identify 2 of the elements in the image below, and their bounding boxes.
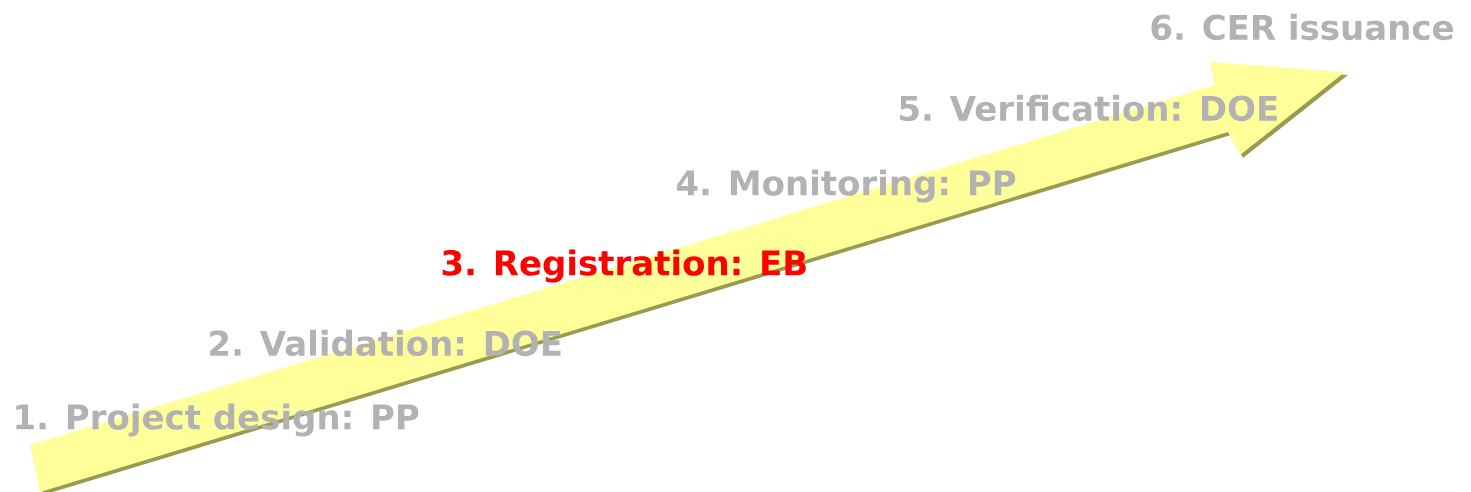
- step-label: 6. CER issuance: [1151, 13, 1453, 41]
- step-label: 3. Registration: EB: [442, 249, 806, 283]
